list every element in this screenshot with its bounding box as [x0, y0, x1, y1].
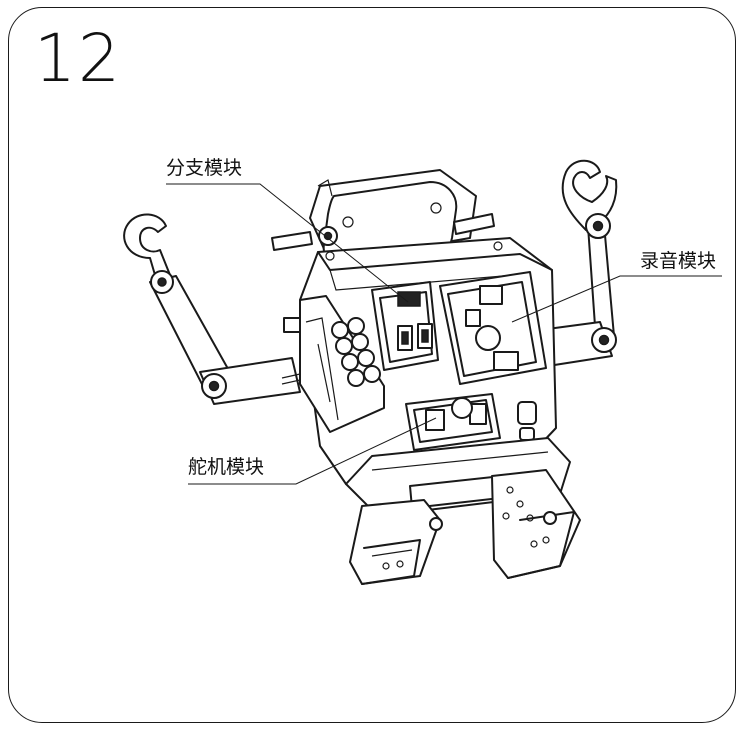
robot-legs — [345, 437, 581, 585]
right-arm — [539, 159, 618, 367]
step-number: 12 — [34, 20, 122, 97]
callout-servo-module: 舵机模块 — [188, 456, 265, 478]
callout-branch-module: 分支模块 — [166, 157, 243, 179]
robot-torso — [283, 237, 557, 485]
callout-recording-module: 录音模块 — [640, 250, 717, 272]
callout-leaders — [166, 183, 722, 485]
left-arm — [123, 213, 301, 405]
rounded-frame — [8, 7, 736, 723]
